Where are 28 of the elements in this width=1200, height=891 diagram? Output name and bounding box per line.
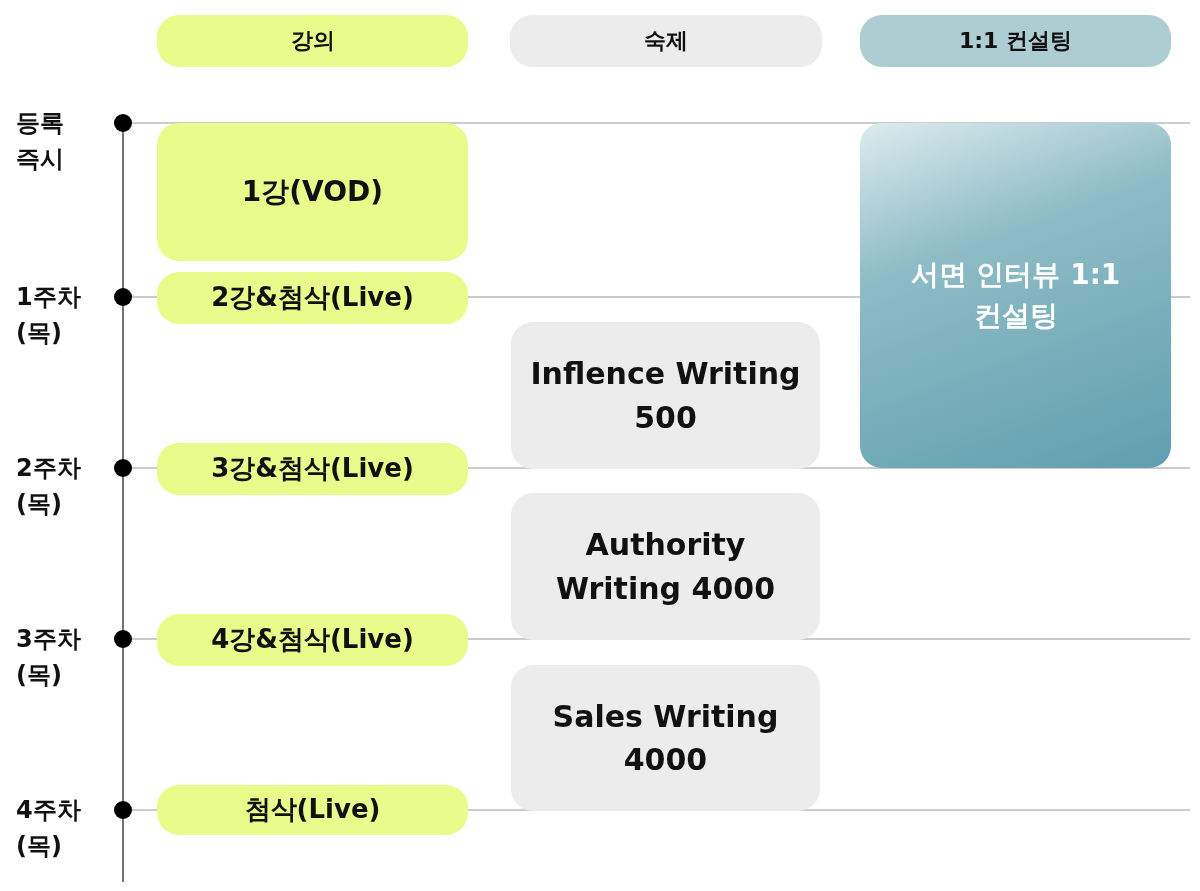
node-text: 4강&첨삭(Live) — [210, 623, 415, 657]
homework-box — [511, 493, 820, 640]
node-text: 숙제 — [643, 27, 689, 56]
timeline-label: 3주차 (목) — [16, 624, 82, 691]
node-text: 서면 인터뷰 1:1 컨설팅 — [909, 256, 1122, 334]
lecture-box — [157, 272, 468, 324]
node-text: 2강&첨삭(Live) — [210, 281, 415, 315]
lecture-box — [157, 785, 468, 835]
node-text: Sales Writing 4000 — [551, 697, 780, 779]
timeline-label: 4주차 (목) — [16, 795, 82, 862]
node-text: Inflence Writing 500 — [529, 355, 802, 437]
node-text: 1:1 컨설팅 — [957, 27, 1074, 56]
consulting-box — [860, 123, 1171, 468]
lecture-box — [157, 614, 468, 666]
homework-box — [511, 322, 820, 469]
node-text: 첨삭(Live) — [243, 793, 382, 827]
column-header — [157, 15, 468, 67]
node-text: 3강&첨삭(Live) — [210, 452, 415, 486]
node-text: Authority Writing 4000 — [554, 526, 776, 608]
lecture-box — [157, 443, 468, 495]
timeline-label: 1주차 (목) — [16, 282, 82, 349]
lecture-box — [157, 123, 468, 261]
node-text: 1강(VOD) — [240, 173, 385, 210]
timeline-label: 2주차 (목) — [16, 453, 82, 520]
homework-box — [511, 665, 820, 811]
column-header — [860, 15, 1171, 67]
timeline-label: 등록 즉시 — [16, 108, 65, 175]
node-text: 강의 — [289, 27, 336, 56]
